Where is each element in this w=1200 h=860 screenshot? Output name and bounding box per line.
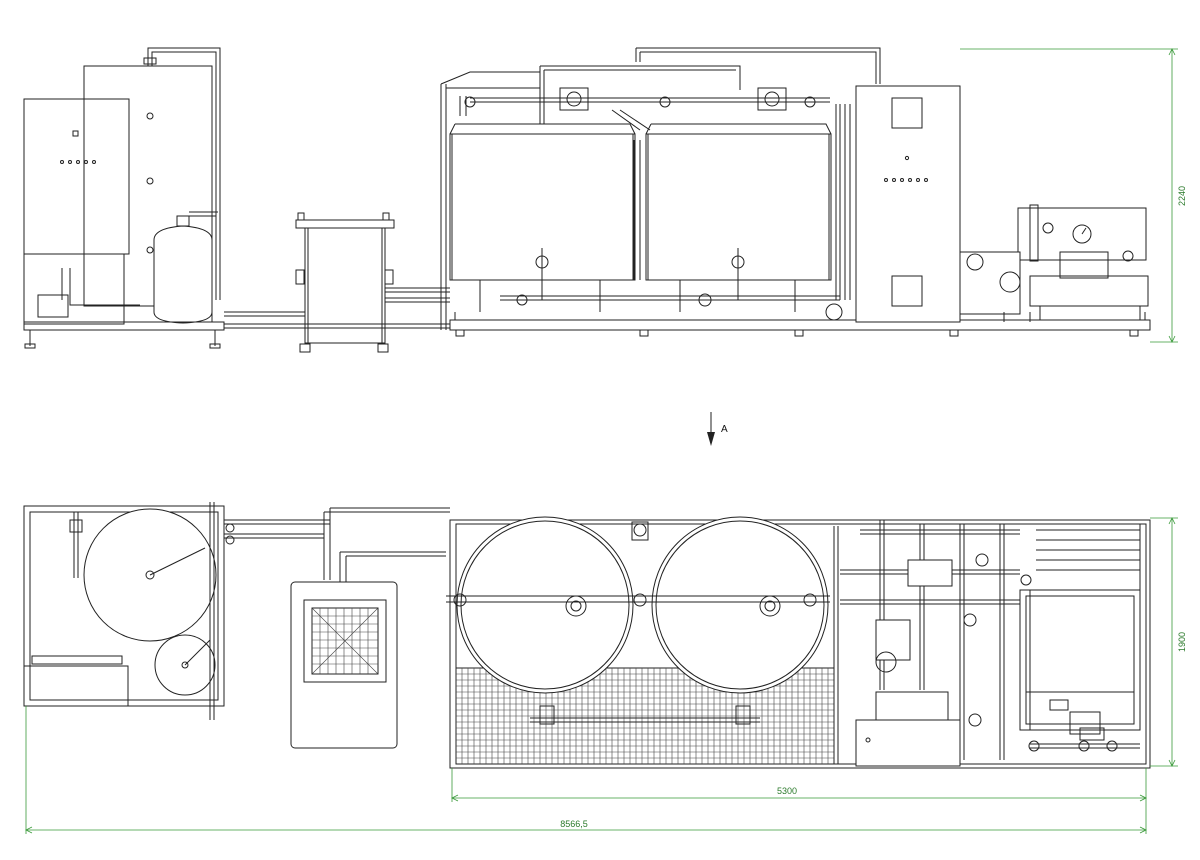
- filter-unit-plan: [290, 507, 450, 749]
- pressure-gauge: [1072, 224, 1092, 244]
- left-module-plan: [23, 502, 330, 720]
- pump-plan-2: [759, 595, 781, 617]
- dim-plan-width: 1900: [1177, 632, 1187, 652]
- tank-1-plan: [456, 516, 634, 694]
- filter-unit-elevation: [295, 212, 395, 353]
- dimension-overall-length: 8566,5: [25, 706, 1147, 834]
- pump-motor-2: [757, 87, 787, 111]
- pressure-vessel: [153, 225, 213, 324]
- dimension-skid-length: 5300: [451, 768, 1147, 802]
- hp-pump-plan: [1019, 589, 1141, 731]
- dimension-plan-width: 1900: [1150, 517, 1187, 767]
- dim-overall-length: 8566,5: [560, 819, 588, 829]
- view-label: A: [721, 424, 728, 435]
- cip-skid-plan: [446, 516, 1151, 769]
- electrical-cabinet: [855, 85, 961, 323]
- elevation-view: 2240: [23, 47, 1187, 353]
- plan-view: 1900 5300 8566,5: [23, 502, 1187, 834]
- dim-skid-length: 5300: [777, 786, 797, 796]
- connecting-pipes-elevation: [224, 287, 450, 329]
- electrical-cabinet-elevation: [855, 85, 961, 323]
- filter-cabinet: [304, 227, 386, 344]
- hp-pump-unit-elevation: [959, 204, 1149, 322]
- view-arrow-a: A: [707, 412, 728, 446]
- motor-block: [959, 251, 1021, 315]
- skid-frame: [449, 319, 1151, 331]
- grating-mesh: [456, 668, 834, 764]
- cabinet-plan: [855, 719, 961, 767]
- cip-skid-elevation: [440, 47, 1151, 337]
- left-module-elevation: [23, 47, 225, 349]
- control-cabinet: [23, 98, 130, 255]
- tank-2-plan: [651, 516, 829, 694]
- pump-motor-1: [559, 87, 589, 111]
- dim-elevation-height: 2240: [1177, 186, 1187, 206]
- pump-plan-1: [565, 595, 587, 617]
- dimension-height: 2240: [960, 48, 1187, 343]
